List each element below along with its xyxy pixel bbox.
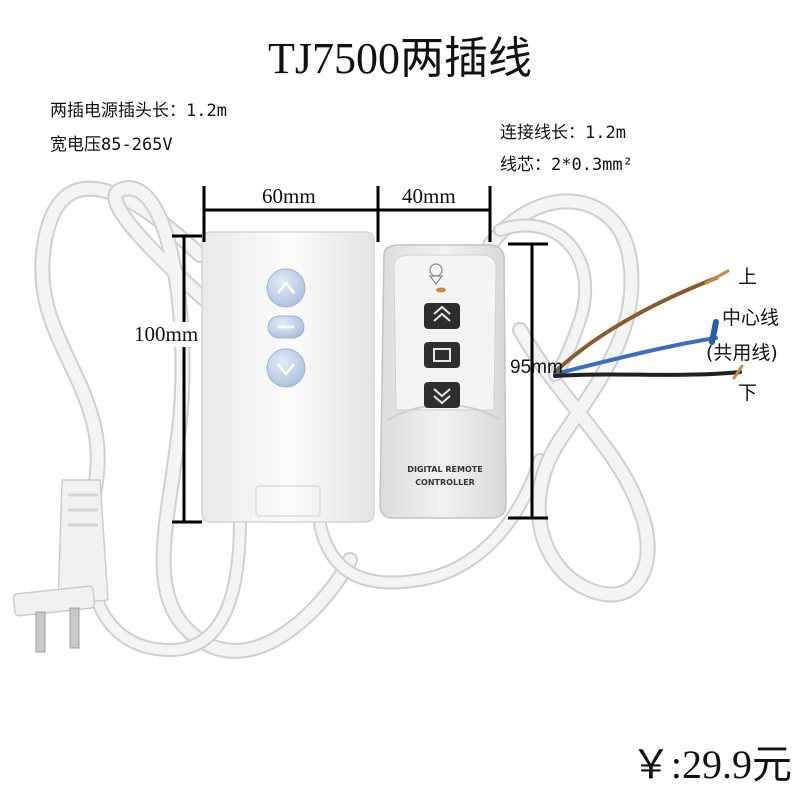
- wire-label-center: 中心线: [722, 307, 780, 329]
- plug-length-spec: 两插电源插头长：1.2m: [50, 101, 227, 121]
- wire-core-spec: 线芯：2*0.3mm²: [500, 155, 633, 175]
- remote-label-line1: DIGITAL REMOTE: [407, 465, 482, 474]
- wall-controller: [201, 231, 375, 523]
- wire-label-down: 下: [738, 382, 758, 404]
- product-title: TJ7500两插线: [268, 34, 532, 83]
- connection-cable: [482, 193, 656, 603]
- wire-label-up: 上: [738, 266, 758, 288]
- wire-label-common: (共用线): [706, 342, 778, 364]
- voltage-spec: 宽电压85-265V: [50, 135, 173, 155]
- remote-controller: [379, 244, 507, 519]
- remote-width-label: 40mm: [402, 184, 456, 208]
- two-pin-plug: [12, 479, 109, 653]
- wire-ends: [553, 269, 744, 380]
- remote-height-label: 95mm: [510, 357, 563, 378]
- controller-height-label: 100mm: [134, 322, 199, 347]
- dimension-lines: [172, 186, 548, 524]
- controller-width-label: 60mm: [262, 184, 316, 208]
- cable-length-spec: 连接线长：1.2m: [500, 123, 626, 143]
- price-label: ￥:29.9元: [630, 742, 792, 787]
- remote-label-line2: CONTROLLER: [415, 478, 475, 487]
- power-cable: [34, 180, 547, 659]
